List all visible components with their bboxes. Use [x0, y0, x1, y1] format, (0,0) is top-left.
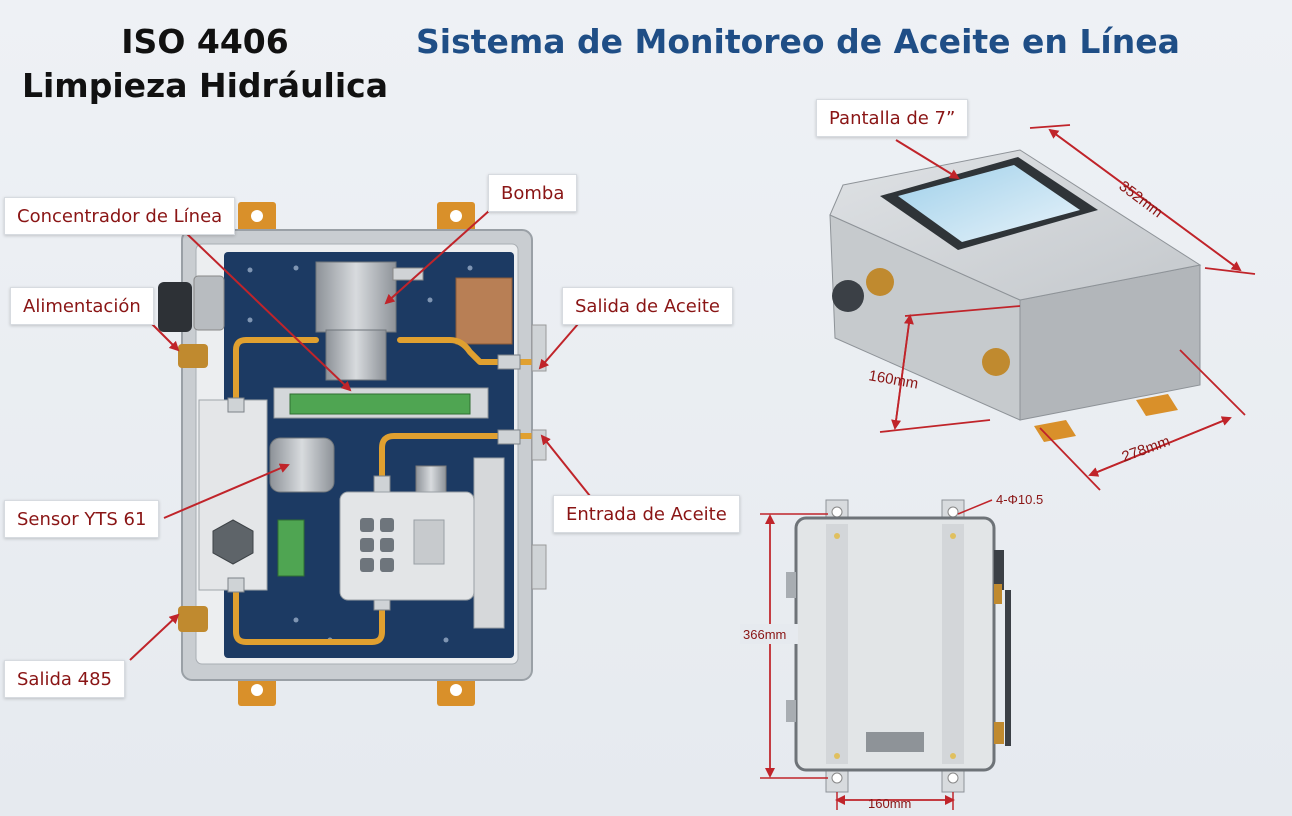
sensor-cylinder	[269, 437, 335, 493]
callout-salida-aceite: Salida de Aceite	[562, 287, 733, 325]
callout-salida-485: Salida 485	[4, 660, 125, 698]
dim-352: 352mm	[1116, 178, 1166, 222]
antenna	[1005, 590, 1011, 746]
internal-view	[129, 202, 591, 706]
oil-pipe	[233, 337, 543, 645]
isometric-view: 352mm 160mm 278mm	[829, 124, 1256, 491]
front-view: 366mm 160mm 4-Φ10.5	[740, 492, 1043, 811]
callout-pantalla: Pantalla de 7”	[816, 99, 969, 137]
power-connector	[158, 282, 192, 332]
main-title: Sistema de Monitoreo de Aceite en Línea	[416, 22, 1180, 61]
dim-366: 366mm	[743, 627, 786, 642]
callout-alimentacion: Alimentación	[10, 287, 154, 325]
title-iso: ISO 4406	[121, 22, 289, 61]
callout-entrada-aceite: Entrada de Aceite	[553, 495, 740, 533]
title-block: ISO 4406 Limpieza Hidráulica	[20, 20, 390, 108]
dim-278: 278mm	[1120, 433, 1173, 466]
dim-holes: 4-Φ10.5	[996, 492, 1043, 507]
callout-sensor: Sensor YTS 61	[4, 500, 160, 538]
callout-bomba: Bomba	[488, 174, 578, 212]
title-limpieza: Limpieza Hidráulica	[21, 66, 389, 105]
callout-concentrador: Concentrador de Línea	[4, 197, 236, 235]
line-concentrator	[289, 393, 471, 415]
dim-160-front: 160mm	[868, 796, 911, 811]
pump-body	[315, 261, 397, 333]
